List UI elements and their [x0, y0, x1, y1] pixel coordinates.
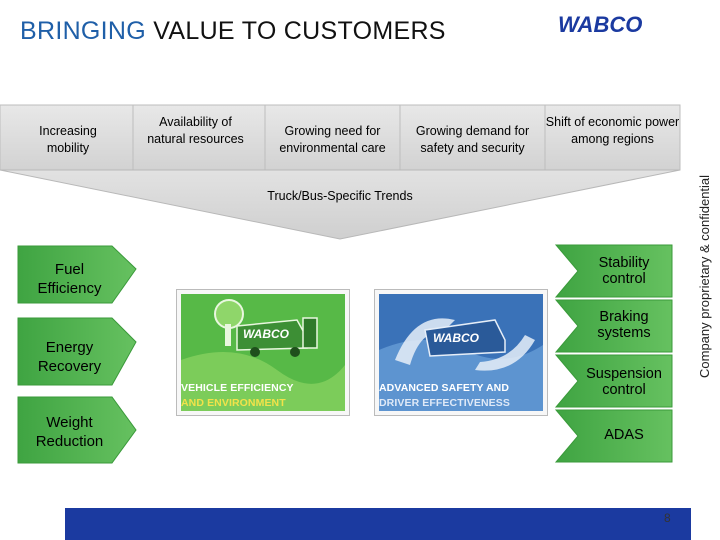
card-caption-line1: VEHICLE EFFICIENCY — [181, 382, 294, 394]
trends-funnel — [0, 169, 681, 240]
card-vehicle-efficiency: WABCO VEHICLE EFFICIENCY AND ENVIRONMENT — [176, 289, 350, 416]
logo-text: WABCO — [558, 13, 642, 35]
card-caption-line2: DRIVER EFFECTIVENESS — [379, 397, 510, 409]
vehicle-efficiency-illustration: WABCO — [181, 294, 345, 411]
trends-summary: Truck/Bus-Specific Trends — [267, 189, 413, 203]
slide-title: BRINGING VALUE TO CUSTOMERS — [20, 17, 446, 46]
footer-bar — [65, 508, 691, 540]
trend-increasing-mobility: Increasing mobility — [39, 124, 97, 155]
right-item-suspension-control: Suspension control — [586, 366, 662, 398]
right-item-stability-control: Stability control — [598, 255, 650, 287]
right-item-braking-systems: Braking systems — [597, 309, 651, 341]
trend-environmental-care: Growing need for environmental care — [279, 124, 386, 155]
trend-safety-security: Growing demand for safety and security — [415, 124, 530, 155]
card-caption-line2: AND ENVIRONMENT — [181, 397, 286, 409]
card-brand: WABCO — [433, 331, 480, 345]
left-item-weight-reduction: Weight Reduction — [35, 414, 104, 450]
advanced-safety-illustration: WABCO — [379, 294, 543, 411]
right-item-adas: ADAS — [604, 427, 644, 443]
left-item-energy-recovery: Energy Recovery — [37, 339, 102, 375]
trend-economic-power: Shift of economic power among regions — [545, 115, 680, 146]
title-rest: VALUE TO CUSTOMERS — [146, 17, 446, 45]
title-accent: BRINGING — [20, 17, 147, 45]
left-item-fuel-efficiency: Fuel Efficiency — [37, 261, 102, 297]
page-number: 8 — [664, 511, 671, 525]
card-caption-line1: ADVANCED SAFETY AND — [379, 382, 510, 394]
card-advanced-safety: WABCO ADVANCED SAFETY AND DRIVER EFFECTI… — [374, 289, 548, 416]
confidential-note: Company proprietary & confidential — [697, 174, 712, 378]
card-brand: WABCO — [243, 327, 290, 341]
wabco-logo: WABCO — [558, 13, 642, 35]
trend-natural-resources: Availability of natural resources — [147, 115, 244, 146]
